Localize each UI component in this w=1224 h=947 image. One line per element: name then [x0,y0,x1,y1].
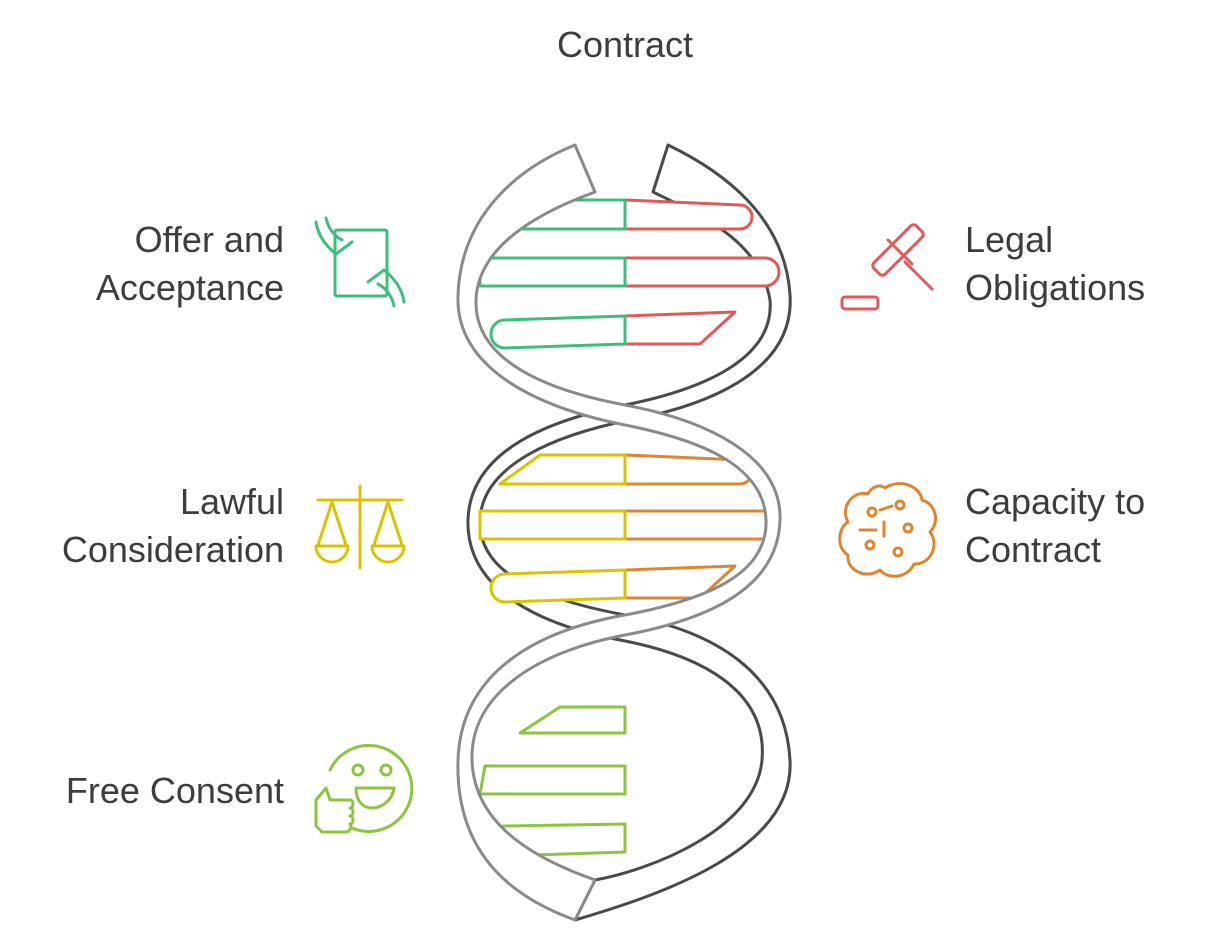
thumbs-up-smile-icon [316,745,412,832]
gavel-icon [842,223,932,309]
brain-icon [840,484,936,577]
hands-document-icon [316,218,404,306]
scales-icon [316,486,404,568]
